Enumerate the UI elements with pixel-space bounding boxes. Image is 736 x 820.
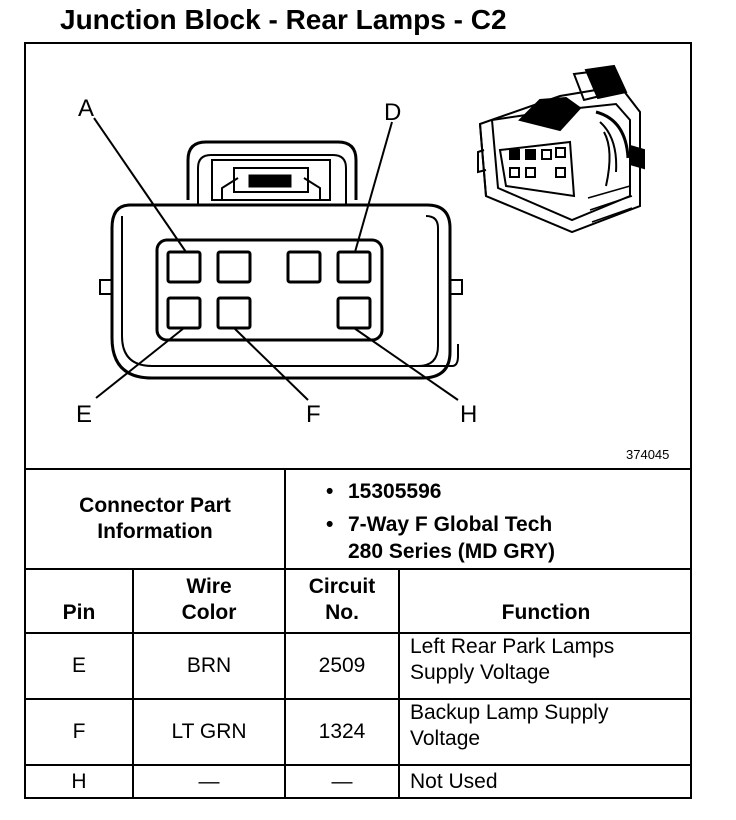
cavity-e [166, 296, 202, 330]
table-row-wire-color: LT GRN [171, 720, 247, 743]
description-row: • 7-Way F Global Tech [326, 511, 552, 538]
bullet-icon: • [326, 480, 334, 503]
divider-line [26, 764, 692, 766]
connector-isometric-illustration [477, 64, 645, 234]
page-title: Junction Block - Rear Lamps - C2 [60, 4, 507, 35]
callout-leaders [93, 117, 459, 401]
function-line1: Left Rear Park Lamps [410, 635, 615, 658]
function-line2: Voltage [410, 727, 481, 750]
divider-line [26, 468, 692, 470]
connector-part-info-label-line2: Information [97, 520, 213, 543]
header-circuit: Circuit No. [286, 570, 398, 632]
header-function-label: Function [501, 601, 591, 624]
divider-line [26, 568, 692, 570]
table-row-circuit: — [331, 770, 353, 793]
connector-diagram: A D E F H 374045 [76, 64, 669, 462]
header-wire-color-line1: Wire [186, 575, 232, 598]
connector-part-info-label: Connector Part Information [26, 493, 284, 545]
bullet-icon: • [326, 513, 334, 536]
divider-line [398, 568, 400, 799]
header-wire-color: Wire Color [134, 570, 284, 632]
figure-number: 374045 [626, 447, 669, 462]
table-row-function: Left Rear Park Lamps Supply Voltage [400, 634, 692, 698]
cavity-c [286, 250, 322, 284]
callout-a: A [78, 95, 94, 122]
table-row-wire-color: BRN [186, 654, 232, 677]
part-number-row: • 15305596 [326, 478, 441, 505]
divider-line [284, 568, 286, 799]
description-line1: 7-Way F Global Tech [348, 513, 553, 536]
function-line1: Backup Lamp Supply [410, 701, 609, 724]
table-row-wire-color: — [198, 770, 220, 793]
connector-part-info-label-line1: Connector Part [79, 494, 231, 517]
function-line2: Supply Voltage [410, 661, 551, 684]
header-circuit-line1: Circuit [308, 575, 376, 598]
table-row-pin: E [71, 654, 86, 677]
divider-line [132, 568, 134, 799]
divider-line [284, 468, 286, 570]
table-row-circuit: 1324 [318, 720, 366, 743]
connector-face-drawing [99, 140, 463, 380]
table-row-function: Not Used [410, 770, 498, 793]
header-wire-color-line2: Color [181, 601, 237, 624]
cavity-h [336, 296, 372, 330]
table-row-pin: F [72, 720, 86, 743]
divider-line [26, 632, 692, 634]
cavity-a [166, 250, 202, 284]
description-line2: 280 Series (MD GRY) [348, 540, 555, 563]
table-row-circuit: 2509 [318, 654, 366, 677]
callout-e: E [76, 401, 92, 428]
header-pin-label: Pin [62, 601, 96, 624]
part-number: 15305596 [348, 480, 442, 503]
cavity-f [216, 296, 252, 330]
header-function: Function [400, 570, 692, 632]
header-circuit-line2: No. [325, 601, 359, 624]
header-pin: Pin [26, 570, 132, 632]
outer-frame [24, 42, 692, 799]
callout-d: D [384, 99, 401, 126]
callout-h: H [460, 401, 477, 428]
pin-cavities [166, 250, 372, 330]
table-row-function: Backup Lamp Supply Voltage [400, 700, 692, 764]
cavity-d [336, 250, 372, 284]
cavity-b [216, 250, 252, 284]
callout-f: F [306, 401, 321, 428]
table-row-pin: H [71, 770, 87, 793]
divider-line [26, 698, 692, 700]
